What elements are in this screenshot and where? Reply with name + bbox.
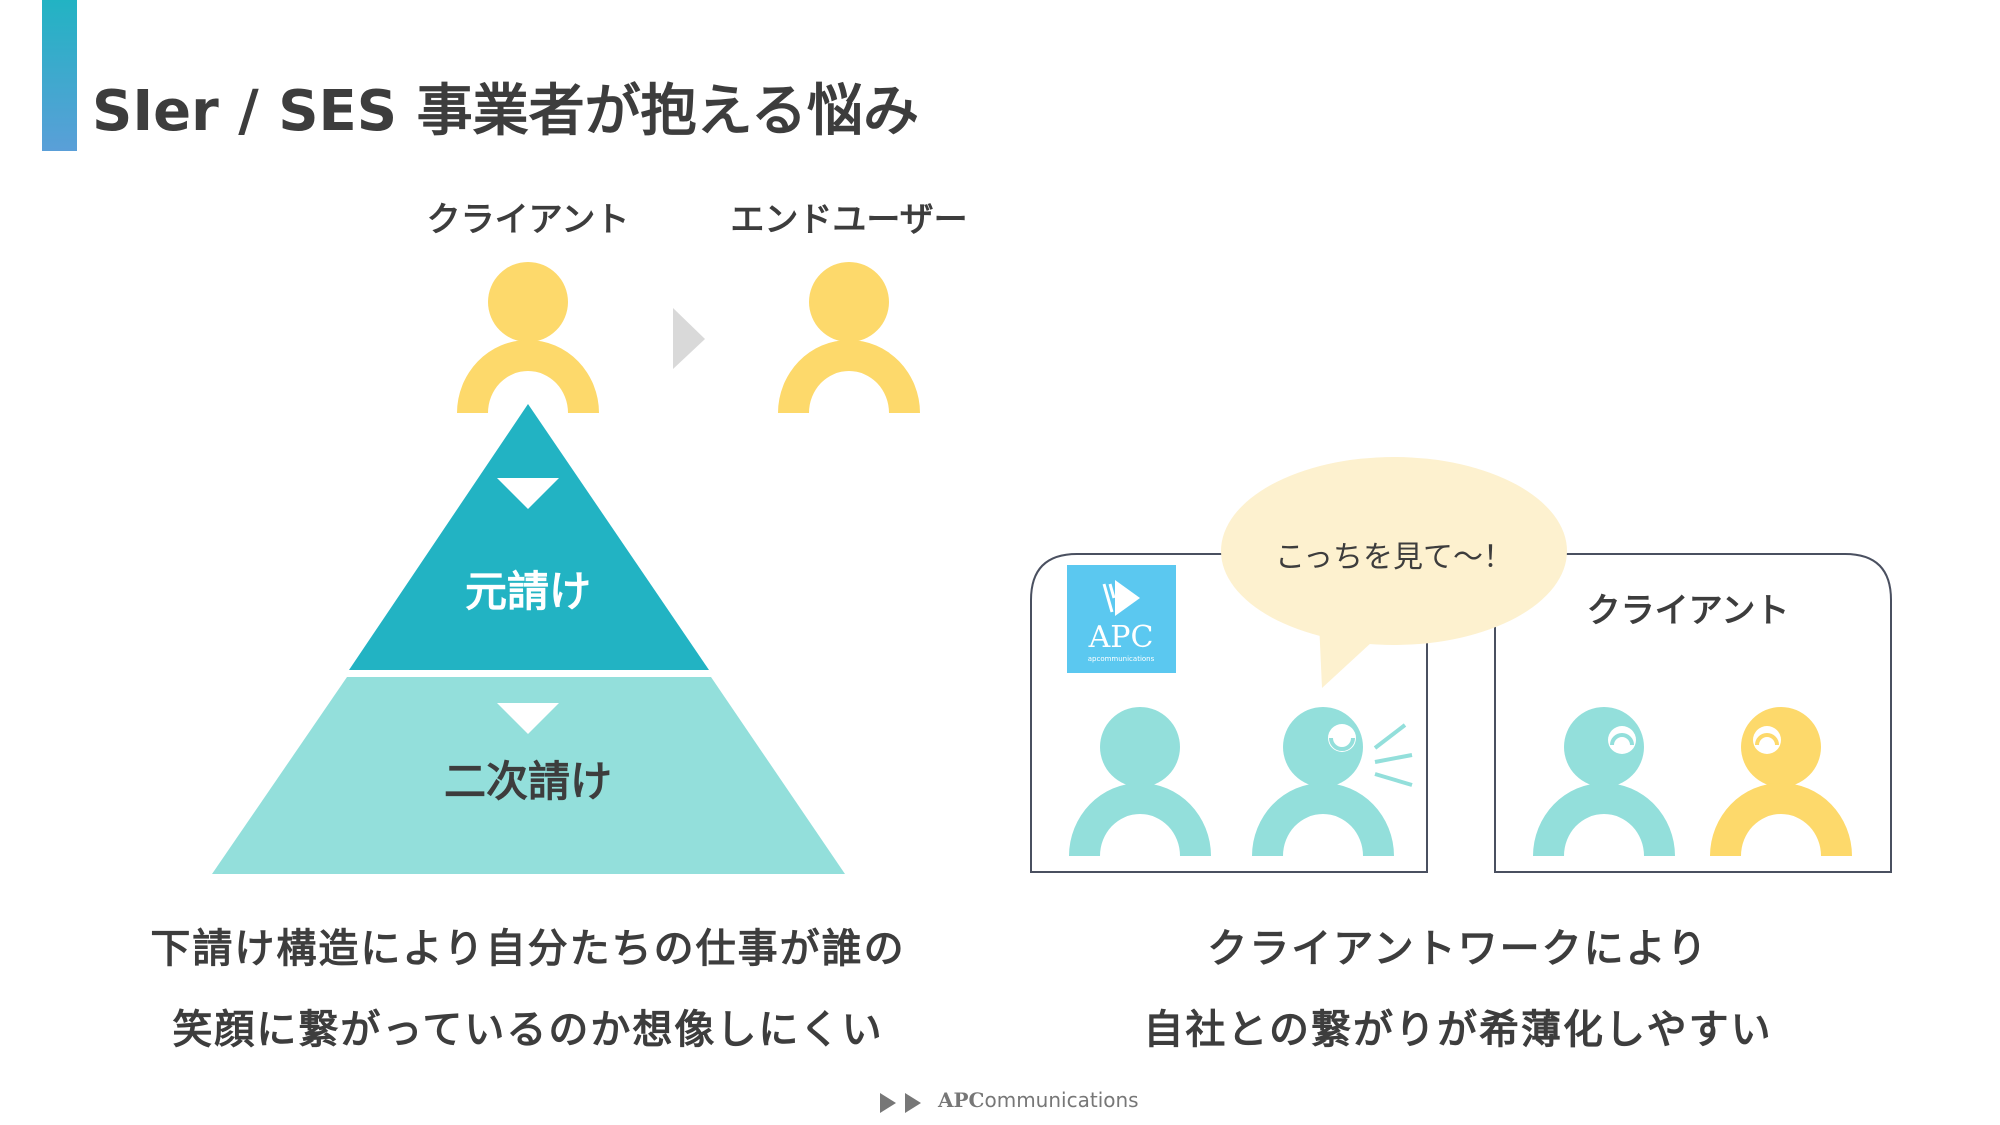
pyramid-tier2 xyxy=(212,677,845,874)
logo-subtext: apcommunications xyxy=(1087,655,1155,663)
left-caption-line2: 笑顔に繋がっているのか想像しにくい xyxy=(172,1007,884,1053)
pyramid-tier1 xyxy=(349,404,709,670)
footer-arrow-icon xyxy=(880,1093,896,1113)
client-person-icon xyxy=(457,262,599,413)
footer-brand: APCommunications xyxy=(938,1088,1139,1112)
left-caption-line1: 下請け構造により自分たちの仕事が誰の xyxy=(150,926,906,972)
down-triangle-icon xyxy=(497,703,559,734)
logo-text: APC xyxy=(1088,620,1154,655)
footer-brand-bold: APC xyxy=(938,1088,985,1112)
client-person-yellow-icon xyxy=(1710,707,1852,856)
coworker-person-icon xyxy=(1069,707,1211,856)
footer-brand-rest: ommunications xyxy=(984,1088,1139,1112)
right-client-label: クライアント xyxy=(1586,591,1790,631)
client-label: クライアント xyxy=(426,200,630,240)
right-caption-line1: クライアントワークにより xyxy=(1207,926,1709,972)
right-caption-line2: 自社との繋がりが希薄化しやすい xyxy=(1143,1007,1773,1053)
tier1-label: 元請け xyxy=(464,567,592,616)
apc-logo xyxy=(1067,565,1176,673)
logo-arrow-icon xyxy=(1115,580,1140,616)
speech-text: こっちを見て～！ xyxy=(1275,540,1513,575)
footer-arrow-icon xyxy=(905,1093,921,1113)
speech-bubble xyxy=(1221,457,1567,688)
enduser-label: エンドユーザー xyxy=(730,200,968,240)
down-triangle-icon xyxy=(497,478,559,509)
page-title: SIer / SES 事業者が抱える悩み xyxy=(92,79,919,144)
voice-lines-icon xyxy=(1373,723,1413,787)
speaking-person-icon xyxy=(1252,707,1394,856)
tier2-label: 二次請け xyxy=(443,757,613,806)
enduser-person-icon xyxy=(778,262,920,413)
company-box xyxy=(1030,553,1428,873)
client-staff-person-icon xyxy=(1533,707,1675,856)
arrow-right-icon xyxy=(673,308,705,369)
client-box xyxy=(1494,553,1892,873)
title-accent-bar xyxy=(42,0,77,151)
